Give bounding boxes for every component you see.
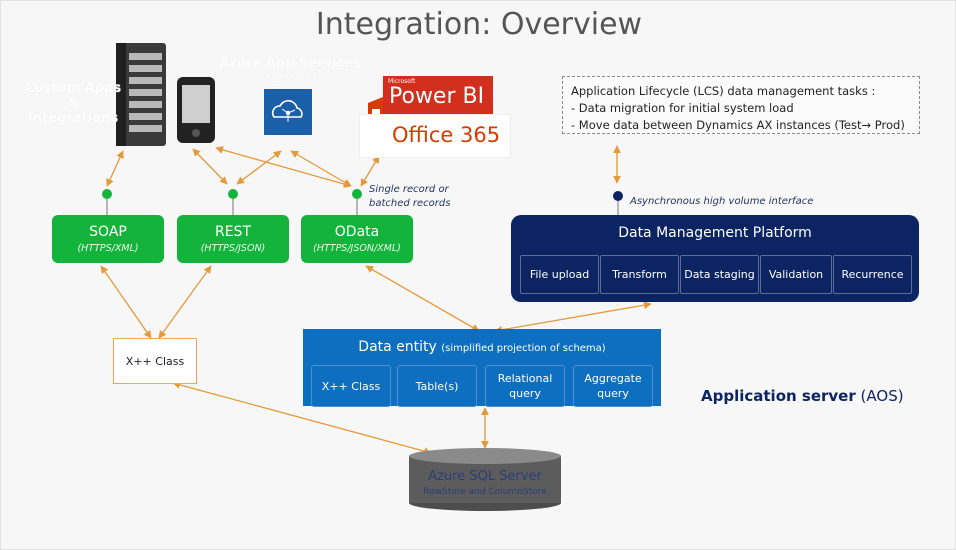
data-entity-cell-xpp-class: X++ Class xyxy=(311,365,391,407)
data-management-platform[interactable]: Data Management Platform File upload Tra… xyxy=(511,215,919,302)
application-server-normal: (AOS) xyxy=(860,387,904,405)
data-entity-title: Data entity (simplified projection of sc… xyxy=(303,339,661,355)
mobile-phone-icon xyxy=(177,77,215,143)
power-bi-logo: Microsoft Power BI xyxy=(383,76,493,114)
odata-endpoint[interactable]: OData (HTTPS/JSON/XML) xyxy=(301,215,413,263)
odata-endpoint-name: OData xyxy=(334,224,380,240)
junction-dmp xyxy=(613,191,623,201)
lcs-item: - Move data between Dynamics AX instance… xyxy=(571,118,905,132)
sql-database-icon xyxy=(409,448,561,511)
odata-note: Single record or batched records xyxy=(369,184,451,209)
page-title: Integration: Overview xyxy=(315,7,643,42)
connector-azure-rest xyxy=(236,150,282,185)
soap-endpoint-protocol: (HTTPS/XML) xyxy=(77,243,139,254)
data-entity-subtitle: (simplified projection of schema) xyxy=(441,343,606,354)
azure-app-services-icon xyxy=(264,89,312,135)
data-entity-box[interactable]: Data entity (simplified projection of sc… xyxy=(303,329,661,407)
xpp-class-box[interactable]: X++ Class xyxy=(113,338,197,384)
soap-endpoint[interactable]: SOAP (HTTPS/XML) xyxy=(52,215,164,263)
data-entity-name: Data entity xyxy=(358,339,437,355)
power-bi-vendor-text: Microsoft xyxy=(388,78,416,85)
sql-server-subtitle: RowStore and ColumnStore xyxy=(423,487,547,497)
data-entity-cell-tables: Table(s) xyxy=(397,365,477,407)
dmp-cell-data-staging: Data staging xyxy=(680,255,759,294)
custom-apps-label: Custom Apps & Integrations xyxy=(24,81,122,126)
application-server-label: Application server (AOS) xyxy=(701,387,941,405)
lcs-tasks-box: Application Lifecycle (LCS) data managem… xyxy=(562,76,920,134)
server-rack-icon xyxy=(116,43,166,146)
dmp-cell-file-upload: File upload xyxy=(520,255,599,294)
rest-endpoint-name: REST xyxy=(214,224,251,240)
connector-mobile-rest xyxy=(192,148,228,185)
dmp-cell-validation: Validation xyxy=(760,255,832,294)
biztalk-label: (BizTalk) xyxy=(265,71,317,85)
data-entity-cell-aggregate-query: Aggregate query xyxy=(573,365,653,407)
lcs-heading: Application Lifecycle (LCS) data managem… xyxy=(571,84,876,98)
connector-azure-odata xyxy=(290,150,352,187)
power-bi-text: Power BI xyxy=(389,84,485,109)
junction-soap xyxy=(102,189,112,199)
office365-logo: Office 365 xyxy=(359,114,511,158)
dmp-cell-recurrence: Recurrence xyxy=(833,255,912,294)
async-note: Asynchronous high volume interface xyxy=(630,196,814,207)
connector-dmp-entity xyxy=(494,301,652,334)
junction-odata xyxy=(352,189,362,199)
data-entity-cell-relational-query: Relational query xyxy=(485,365,565,407)
application-server-bold: Application server xyxy=(701,387,856,405)
connector-custom-soap xyxy=(106,150,124,187)
dmp-cell-transform: Transform xyxy=(600,255,679,294)
lcs-item: - Data migration for initial system load xyxy=(571,101,794,115)
connector-office-odata xyxy=(360,155,380,187)
odata-endpoint-protocol: (HTTPS/JSON/XML) xyxy=(313,243,401,254)
office365-text: Office 365 xyxy=(392,123,501,147)
connector-soap-xpp xyxy=(100,265,152,339)
azure-app-services-label: Azure App Services xyxy=(219,56,361,71)
connector-rest-xpp xyxy=(158,265,212,339)
rest-endpoint[interactable]: REST (HTTPS/JSON) xyxy=(177,215,289,263)
connector-xpp-sql xyxy=(172,381,432,455)
sql-server-title: Azure SQL Server xyxy=(428,469,542,484)
junction-rest xyxy=(228,189,238,199)
connector-odata-entity xyxy=(365,265,480,332)
rest-endpoint-protocol: (HTTPS/JSON) xyxy=(200,243,266,254)
soap-endpoint-name: SOAP xyxy=(89,224,127,240)
connector-mobile-odata xyxy=(215,146,352,188)
dmp-title: Data Management Platform xyxy=(618,225,812,241)
